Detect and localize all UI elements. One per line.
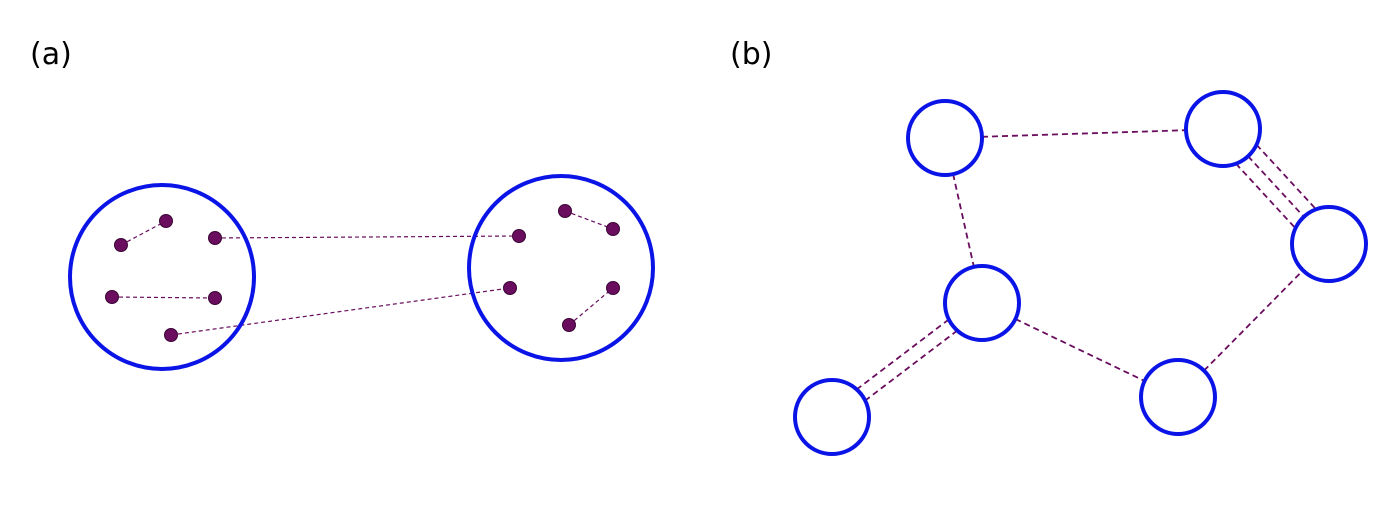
- panel-b-edge-BC-3: [1235, 163, 1297, 229]
- panel-b-node-F: [1139, 358, 1217, 436]
- panel-a-node-1: [159, 214, 173, 228]
- panel-a-link-4: [170, 287, 511, 336]
- panel-b-node-A: [906, 99, 984, 177]
- panel-a-link-3: [111, 296, 216, 299]
- panel-b-edge-FC-1: [1203, 269, 1304, 372]
- panel-b-edge-DE-2: [856, 318, 950, 391]
- panel-a-link-6: [568, 287, 614, 326]
- panel-b-edge-AD-1: [952, 173, 975, 268]
- panel-a-cluster-circle-2: [467, 174, 655, 362]
- panel-a-diagram: [68, 174, 655, 371]
- panel-a-node-9: [512, 229, 526, 243]
- panel-a-node-2: [114, 238, 128, 252]
- panel-a-link-5: [564, 210, 614, 230]
- panel-b-edge-AB-1: [981, 129, 1187, 138]
- panel-a-node-8: [606, 222, 620, 236]
- panel-a-link-2: [214, 235, 520, 239]
- panel-a-link-1: [120, 220, 167, 246]
- panel-b-edge-BC-2: [1247, 155, 1305, 218]
- panel-b-node-B: [1184, 90, 1262, 168]
- panel-b-diagram: [793, 90, 1368, 456]
- panel-a-node-11: [606, 281, 620, 295]
- panel-a-cluster-circle-1: [68, 183, 256, 371]
- panel-b-edge-DF-1: [1014, 318, 1146, 382]
- panel-b-node-E: [793, 378, 871, 456]
- panel-a-node-4: [105, 290, 119, 304]
- panel-a-node-3: [208, 231, 222, 245]
- panel-b-node-C: [1290, 205, 1368, 283]
- panel-a-node-6: [164, 328, 178, 342]
- panel-b-node-D: [943, 264, 1021, 342]
- panel-a-node-5: [208, 291, 222, 305]
- panel-b-edge-BC-1: [1255, 144, 1317, 210]
- panel-a-label: (a): [30, 37, 72, 72]
- panel-a-node-12: [562, 318, 576, 332]
- panel-b-label: (b): [730, 37, 773, 72]
- panel-a-node-7: [558, 204, 572, 218]
- panel-a-node-10: [503, 281, 517, 295]
- panel-b-edge-DE-1: [864, 329, 958, 402]
